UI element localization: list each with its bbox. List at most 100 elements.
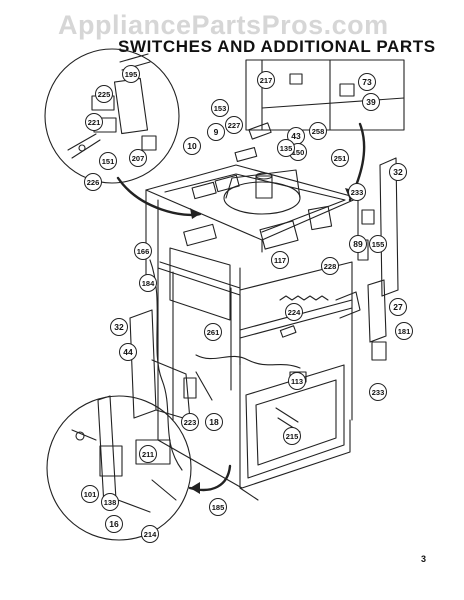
callout-185: 185	[209, 498, 227, 516]
callout-label: 153	[214, 104, 227, 113]
callout-138: 138	[101, 493, 119, 511]
callout-label: 215	[286, 432, 299, 441]
callout-label: 155	[372, 240, 385, 249]
callout-184: 184	[139, 274, 157, 292]
callout-214: 214	[141, 525, 159, 543]
callout-32: 32	[389, 163, 407, 181]
callout-bubble	[204, 323, 222, 341]
callout-bubble	[358, 73, 376, 91]
callout-label: 73	[362, 77, 372, 87]
callout-bubble	[119, 343, 137, 361]
callout-207: 207	[129, 149, 147, 167]
callout-label: 138	[104, 498, 117, 507]
callout-bubble	[277, 139, 295, 157]
callout-label: 32	[393, 167, 403, 177]
callout-label: 251	[334, 154, 347, 163]
callout-101: 101	[81, 485, 99, 503]
inset-hinge-right	[245, 59, 405, 131]
callout-227: 227	[225, 116, 243, 134]
callout-bubble	[183, 137, 201, 155]
watermark: AppliancePartsPros.com	[58, 10, 389, 40]
callout-166: 166	[134, 242, 152, 260]
callout-label: 207	[132, 154, 145, 163]
callout-bubble	[181, 413, 199, 431]
callout-bubble	[85, 113, 103, 131]
callout-bubble	[321, 257, 339, 275]
left-panels	[129, 309, 197, 421]
callout-bubble	[81, 485, 99, 503]
callout-bubble	[209, 498, 227, 516]
back-plate	[169, 247, 231, 321]
hinge-spring	[279, 291, 361, 338]
inset-arrows	[116, 122, 366, 494]
callout-label: 9	[214, 127, 219, 137]
callout-bubble	[362, 93, 380, 111]
callout-label: 223	[184, 418, 197, 427]
callout-label: 151	[102, 157, 115, 166]
callout-226: 226	[84, 173, 102, 191]
callout-151: 151	[99, 152, 117, 170]
callout-label: 89	[353, 239, 363, 249]
callout-bubble	[95, 85, 113, 103]
callout-bubble	[395, 322, 413, 340]
callout-bubble	[331, 149, 349, 167]
callout-bubble	[101, 493, 119, 511]
callout-bubble	[139, 445, 157, 463]
callout-bubble	[309, 122, 327, 140]
callout-bubble	[389, 163, 407, 181]
callout-27: 27	[389, 298, 407, 316]
callout-bubble	[110, 318, 128, 336]
callout-32: 32	[110, 318, 128, 336]
callout-233: 233	[348, 183, 366, 201]
callout-label: 32	[114, 322, 124, 332]
callout-bubble	[389, 298, 407, 316]
top-components	[183, 122, 333, 250]
callout-label: 101	[84, 490, 97, 499]
callout-label: 228	[324, 262, 337, 271]
callout-135: 135	[277, 139, 295, 157]
callout-label: 233	[372, 388, 385, 397]
callout-89: 89	[349, 235, 367, 253]
callout-153: 153	[211, 99, 229, 117]
callout-label: 44	[123, 347, 133, 357]
callout-label: 226	[87, 178, 100, 187]
callout-155: 155	[369, 235, 387, 253]
callout-16: 16	[105, 515, 123, 533]
callout-label: 166	[137, 247, 150, 256]
callout-bubble	[271, 251, 289, 269]
callout-label: 214	[144, 530, 157, 539]
callout-bubble	[369, 235, 387, 253]
callout-bubble	[211, 99, 229, 117]
callout-bubble	[141, 525, 159, 543]
callout-label: 224	[288, 308, 301, 317]
callout-233: 233	[369, 383, 387, 401]
callout-bubble	[105, 515, 123, 533]
callout-bubble	[134, 242, 152, 260]
callout-label: 43	[291, 131, 301, 141]
cabinet-frame	[145, 164, 359, 501]
callout-195: 195	[122, 65, 140, 83]
callout-73: 73	[358, 73, 376, 91]
callout-label: 18	[209, 417, 219, 427]
callout-117: 117	[271, 251, 289, 269]
callout-18: 18	[205, 413, 223, 431]
callout-bubble	[369, 383, 387, 401]
callout-bubble	[207, 123, 225, 141]
callout-39: 39	[362, 93, 380, 111]
callout-label: 135	[280, 144, 293, 153]
callout-bubble	[288, 372, 306, 390]
callout-211: 211	[139, 445, 157, 463]
callout-bubble	[283, 427, 301, 445]
callout-217: 217	[257, 71, 275, 89]
inset-latch-bottom	[46, 395, 192, 541]
callout-label: 195	[125, 70, 138, 79]
callout-bubble	[139, 274, 157, 292]
callout-44: 44	[119, 343, 137, 361]
callout-bubble	[225, 116, 243, 134]
callout-113: 113	[288, 372, 306, 390]
callout-label: 227	[228, 121, 241, 130]
callout-label: 184	[142, 279, 155, 288]
callout-9: 9	[207, 123, 225, 141]
